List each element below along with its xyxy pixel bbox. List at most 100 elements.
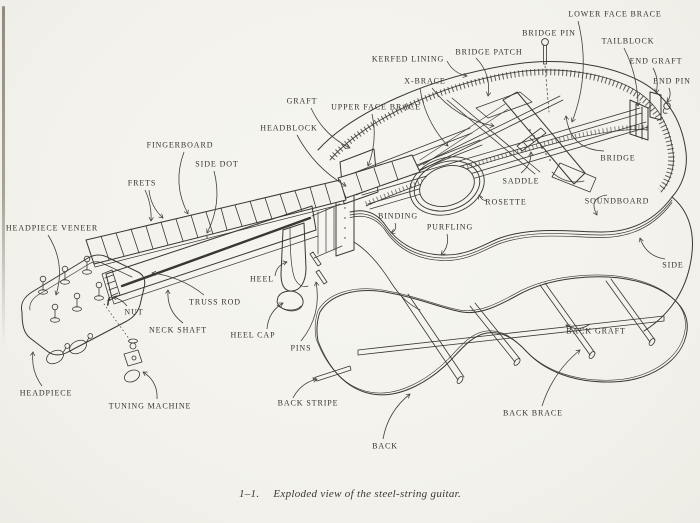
part-label-heel: HEEL [249, 274, 275, 284]
part-label-end-graft: END GRAFT [629, 56, 683, 66]
heel [280, 222, 309, 292]
part-label-x-brace: X-BRACE [404, 76, 446, 86]
back-graft [357, 315, 665, 356]
part-label-back-brace: BACK BRACE [503, 408, 563, 418]
back-group [312, 274, 688, 396]
heel-cap [276, 290, 304, 312]
part-label-nut: NUT [124, 307, 144, 317]
rim-assembly [311, 38, 687, 259]
bridge-pin [541, 38, 550, 113]
leader-line [652, 67, 657, 93]
tailblock [629, 99, 649, 141]
exploded-guide-dotted [103, 303, 131, 341]
leader-line [431, 87, 494, 126]
leader-line [572, 20, 584, 122]
part-label-headpiece: HEADPIECE [19, 388, 73, 398]
back-braces [401, 278, 656, 384]
part-label-headblock: HEADBLOCK [260, 123, 318, 133]
pins [309, 251, 328, 285]
nut [101, 269, 121, 301]
leader-line [566, 116, 605, 152]
x-brace [409, 95, 564, 175]
saddle [516, 127, 547, 152]
leader-line [148, 189, 163, 218]
back-outline [316, 276, 688, 396]
side-lower-edge [353, 241, 421, 311]
bridge-patch [475, 91, 533, 119]
leader-line [296, 134, 346, 186]
figure-number: 1–1. [238, 488, 260, 500]
part-label-graft: GRAFT [286, 96, 318, 106]
leader-line [152, 273, 205, 296]
tuner-posts [38, 255, 104, 323]
part-label-back-graft: BACK GRAFT [566, 326, 626, 336]
part-label-binding: BINDING [377, 211, 419, 221]
part-label-pins: PINS [290, 343, 312, 353]
side-hatch-near-headblock [311, 203, 343, 259]
part-label-upper-face-brace: UPPER FACE BRACE [331, 102, 421, 112]
leader-line [292, 379, 317, 399]
part-label-side: SIDE [662, 260, 684, 270]
part-label-back: BACK [372, 441, 398, 451]
leader-line [623, 47, 638, 106]
leader-line [667, 87, 670, 102]
part-label-truss-rod: TRUSS ROD [189, 297, 241, 307]
part-label-bridge-pin: BRIDGE PIN [522, 28, 576, 38]
leader-line [475, 57, 489, 96]
leader-line [274, 262, 287, 277]
leader-line [441, 233, 449, 255]
headpiece-veneer-line [29, 261, 133, 311]
leader-line [144, 189, 151, 221]
part-label-lower-face-brace: LOWER FACE BRACE [568, 9, 662, 19]
part-label-headpiece-veneer: HEADPIECE VENEER [5, 223, 99, 233]
part-label-side-dot: SIDE DOT [195, 159, 239, 169]
end-pin [662, 102, 671, 114]
part-label-rosette: ROSETTE [485, 197, 527, 207]
leader-line [479, 195, 488, 202]
figure-caption-text: Exploded view of the steel-string guitar… [273, 488, 462, 500]
part-label-end-pin: END PIN [653, 76, 691, 86]
fingerboard [85, 179, 348, 268]
leader-line [143, 372, 158, 400]
leader-line [446, 60, 467, 76]
rim-outer-edge [317, 61, 687, 198]
leader-line [168, 290, 184, 324]
end-graft [649, 91, 662, 121]
soundboard-edge-purfling [349, 199, 673, 259]
brand-mark: ƒ [106, 295, 112, 307]
frets [100, 183, 332, 261]
headpiece-group: ƒ [21, 254, 146, 383]
part-label-bridge: BRIDGE [600, 153, 636, 163]
scan-edge-artifact [2, 6, 5, 346]
part-label-frets: FRETS [127, 178, 157, 188]
tuning-machine [123, 338, 143, 383]
rim-inner-edge [329, 69, 674, 193]
tuner-buttons [46, 333, 94, 365]
part-label-soundboard: SOUNDBOARD [584, 196, 650, 206]
leader-line [33, 352, 43, 387]
part-label-back-stripe: BACK STRIPE [277, 398, 339, 408]
leader-line [266, 303, 283, 330]
leader-line [300, 282, 317, 342]
part-label-neck-shaft: NECK SHAFT [148, 325, 208, 335]
leader-line [368, 113, 375, 166]
leader-line [520, 152, 531, 174]
leader-line [207, 170, 218, 233]
fingerboard-extension [337, 154, 421, 199]
part-label-heel-cap: HEEL CAP [230, 330, 276, 340]
part-label-bridge-patch: BRIDGE PATCH [455, 47, 523, 57]
leader-line [566, 323, 591, 329]
leader-line [47, 234, 60, 295]
leader-line [113, 297, 128, 307]
figure-caption: 1–1. Exploded view of the steel-string gu… [0, 488, 700, 500]
bridge [502, 91, 597, 193]
leader-line [382, 394, 410, 440]
part-label-purfling: PURFLING [426, 222, 474, 232]
soundboard-edge-binding [349, 196, 673, 256]
leader-line [419, 87, 448, 146]
leader-lines-layer [33, 20, 670, 440]
leader-line [391, 222, 397, 233]
leader-line [310, 107, 350, 148]
